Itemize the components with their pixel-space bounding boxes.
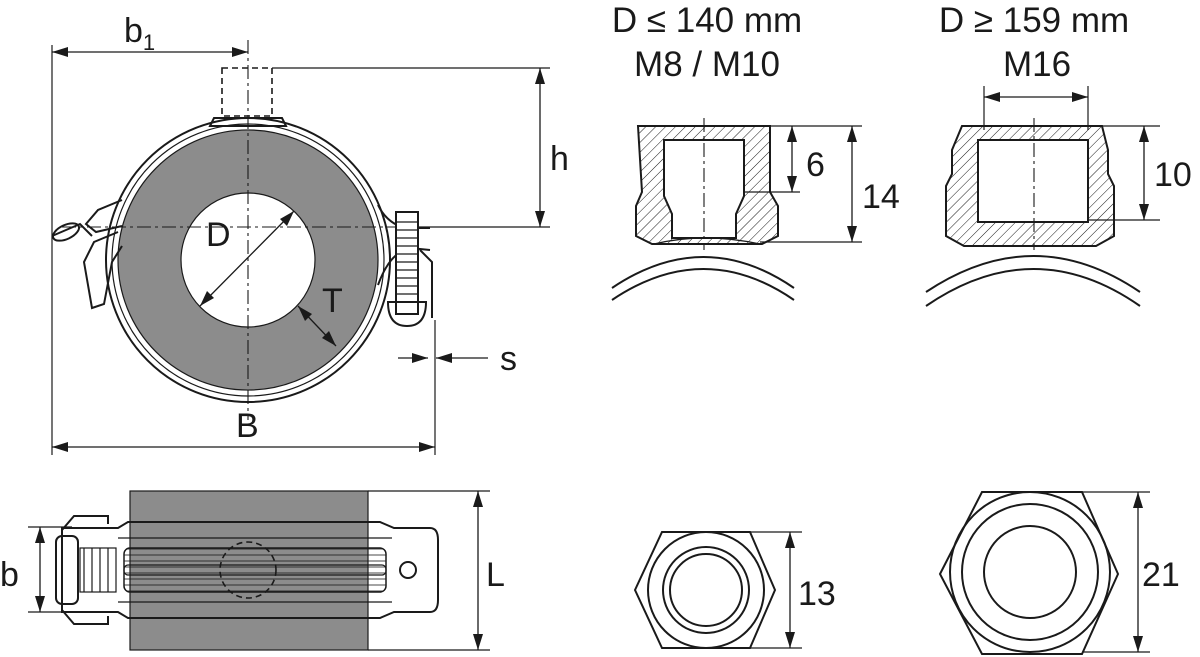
label-d: D: [206, 216, 231, 254]
detail-small-range: D ≤ 140 mm: [612, 1, 802, 40]
dimension-b1: b1: [52, 12, 248, 57]
dimension-flats-large: 21: [1133, 492, 1180, 652]
detail-small-section: [611, 118, 795, 301]
label-depth-small: 6: [806, 146, 825, 184]
nut-small-section: [635, 125, 779, 245]
label-depth-large: 10: [1154, 156, 1192, 194]
detail-large-section: [925, 118, 1141, 307]
dimension-height-small: 14: [760, 126, 900, 243]
label-t: T: [322, 282, 343, 320]
dimension-b-width: B: [52, 407, 435, 452]
label-b-width: B: [236, 407, 259, 445]
label-h: h: [550, 140, 569, 178]
detail-small-thread: M8 / M10: [634, 45, 780, 84]
dimension-flats-small: 13: [785, 532, 836, 648]
dimension-s: s: [398, 340, 517, 378]
insulation-ring: [117, 129, 379, 391]
label-l: L: [486, 556, 505, 594]
side-view: [28, 490, 490, 651]
nut-large-section: [945, 125, 1115, 247]
label-height-small: 14: [862, 178, 900, 216]
dimension-t: T: [297, 282, 343, 347]
dimension-d: D: [199, 210, 295, 307]
detail-large-range: D ≥ 159 mm: [939, 1, 1129, 40]
dimension-depth-large: 10: [1088, 125, 1192, 221]
label-b-side: b: [0, 556, 19, 594]
hinge-clip: [51, 199, 123, 310]
hex-nut-large: [938, 491, 1150, 655]
front-view: [51, 40, 550, 455]
detail-large-thread: M16: [1003, 45, 1071, 84]
detail-large-header: D ≥ 159 mm M16: [939, 1, 1129, 84]
dimension-l: L: [473, 491, 505, 650]
dimension-b-side: b: [0, 527, 45, 612]
threaded-boss: [221, 67, 273, 117]
dimension-thread-large: [983, 86, 1089, 130]
label-flats-small: 13: [798, 575, 836, 613]
label-s: s: [500, 340, 517, 378]
label-b1: b1: [124, 12, 155, 55]
dimension-depth-small: 6: [744, 125, 862, 193]
closure-screw: [377, 204, 433, 328]
label-flats-large: 21: [1142, 556, 1180, 594]
hex-nut-small: [633, 531, 802, 649]
dimension-h: h: [535, 68, 569, 227]
detail-small-header: D ≤ 140 mm M8 / M10: [612, 1, 802, 84]
